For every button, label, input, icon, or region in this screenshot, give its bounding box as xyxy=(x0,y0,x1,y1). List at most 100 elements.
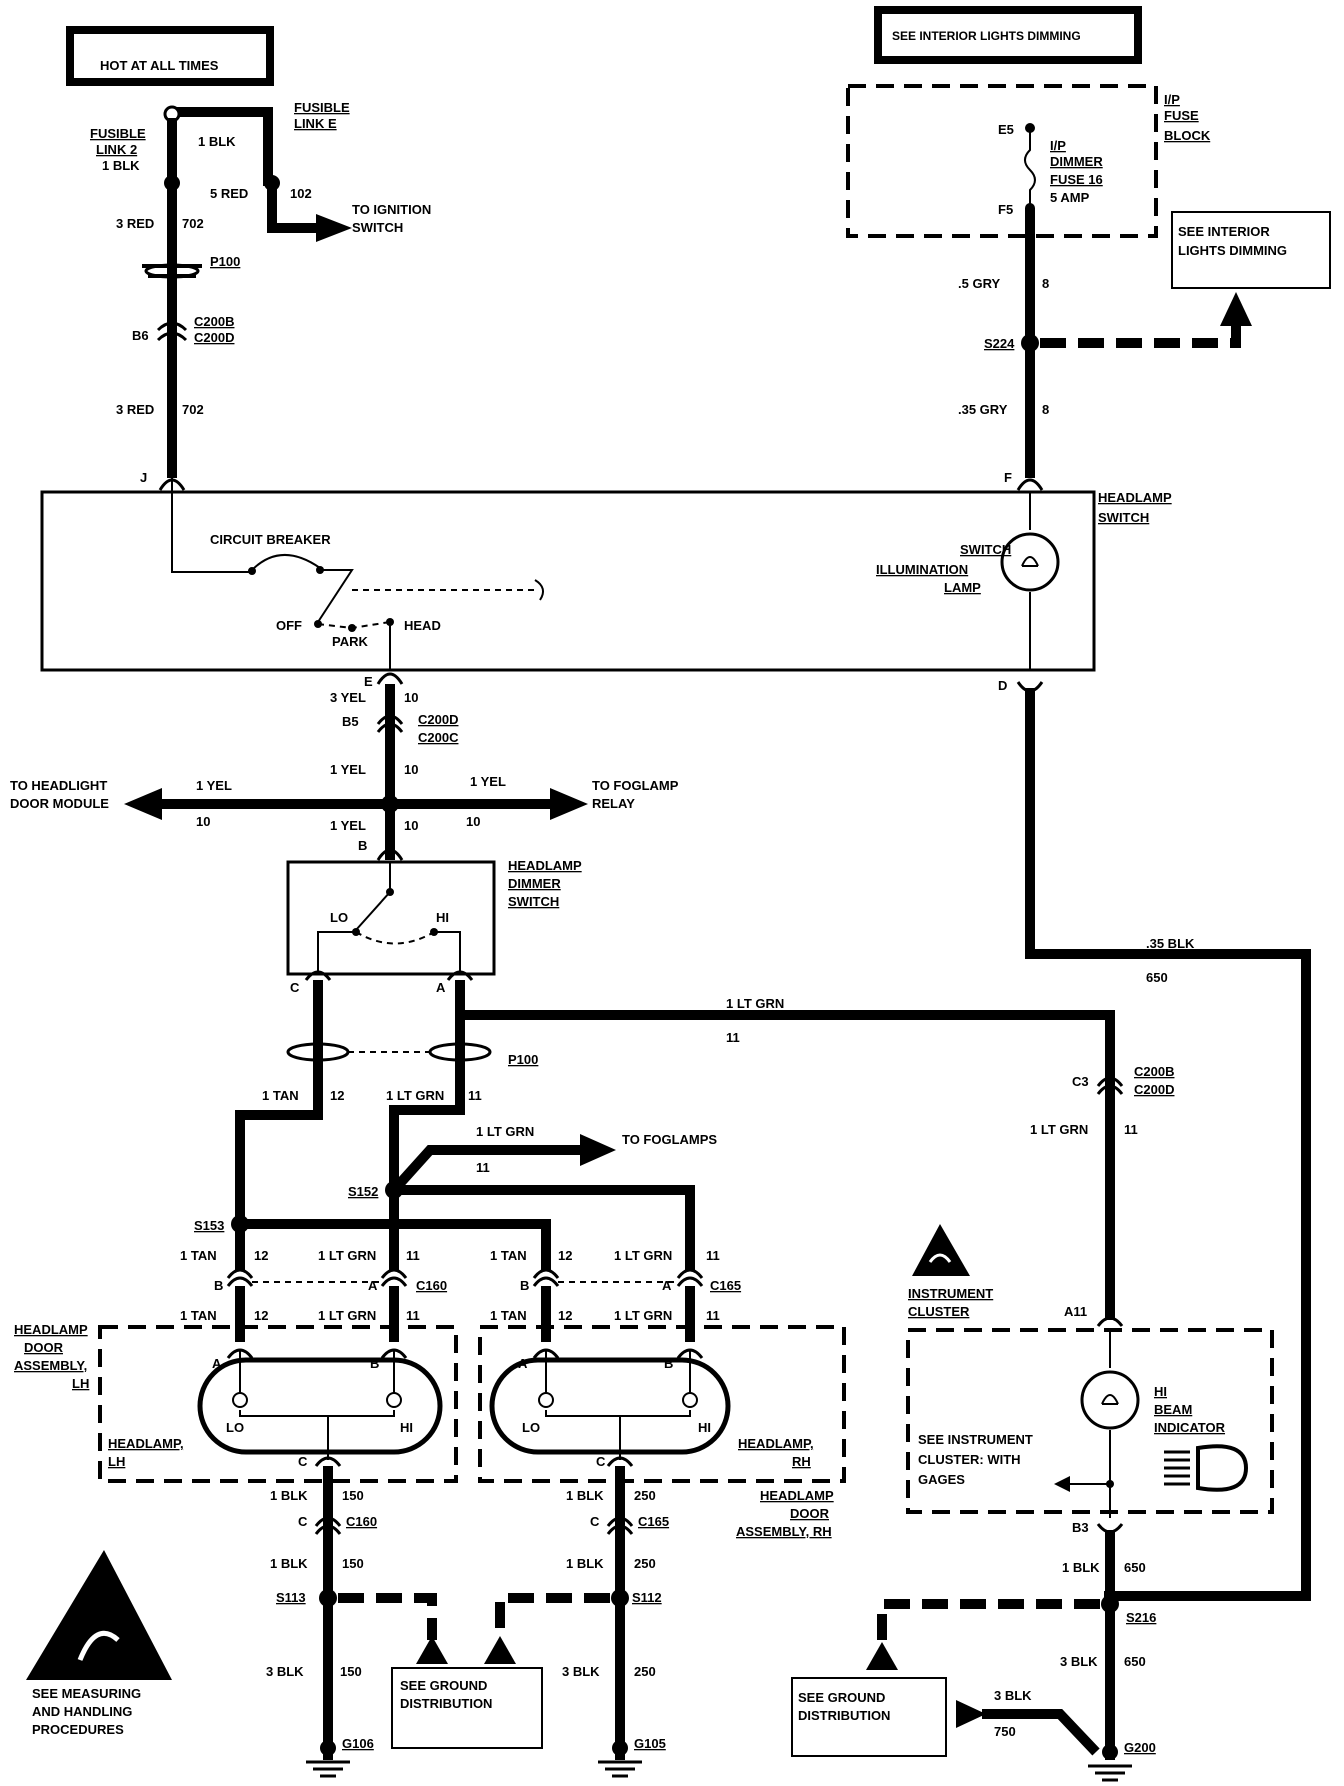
diagram-label: 5 RED xyxy=(210,186,248,201)
diagram-label: A11 xyxy=(1064,1304,1087,1319)
diagram-label: CLUSTER xyxy=(908,1304,970,1319)
diagram-label: 11 xyxy=(406,1248,420,1263)
diagram-label: C xyxy=(298,1514,308,1529)
diagram-label: LO xyxy=(226,1420,244,1435)
diagram-label: B xyxy=(370,1356,379,1371)
diagram-label: 1 LT GRN xyxy=(318,1308,376,1323)
diagram-label: 702 xyxy=(182,216,204,231)
diagram-label: LAMP xyxy=(944,580,981,595)
pin-c-dimmer xyxy=(304,970,332,981)
diagram-label: C200B xyxy=(1134,1064,1174,1079)
diagram-label: 1 BLK xyxy=(270,1488,308,1503)
see-interior-dimming-line1: SEE INTERIOR xyxy=(1178,224,1270,239)
diagram-label: 1 BLK xyxy=(102,158,140,173)
diagram-label: 250 xyxy=(634,1664,656,1679)
diagram-label: FUSE 16 xyxy=(1050,172,1103,187)
diagram-label: 12 xyxy=(558,1248,572,1263)
diagram-label: ASSEMBLY, xyxy=(14,1358,87,1373)
diagram-label: 150 xyxy=(340,1664,362,1679)
diagram-label: SWITCH xyxy=(508,894,559,909)
diagram-label: SEE MEASURING xyxy=(32,1686,141,1701)
diagram-label: C200C xyxy=(418,730,459,745)
wire-750-blk xyxy=(982,1709,1100,1756)
diagram-label: HEAD xyxy=(404,618,441,633)
diagram-label: B6 xyxy=(132,328,149,343)
diagram-label: HI xyxy=(698,1420,711,1435)
diagram-label: LINK E xyxy=(294,116,337,131)
diagram-label: 10 xyxy=(404,690,418,705)
see-interior-lights-box xyxy=(874,6,1142,64)
diagram-label: HI xyxy=(400,1420,413,1435)
diagram-label: SWITCH xyxy=(352,220,403,235)
diagram-label: HEADLAMP xyxy=(14,1322,88,1337)
diagram-label: RH xyxy=(792,1454,811,1469)
diagram-label: S153 xyxy=(194,1218,224,1233)
diagram-label: 10 xyxy=(466,814,480,829)
diagram-label: 3 RED xyxy=(116,216,154,231)
diagram-label: 12 xyxy=(330,1088,344,1103)
diagram-label: HEADLAMP xyxy=(1098,490,1172,505)
wire-1-blk xyxy=(167,107,273,186)
ground-dist-left-1: SEE GROUND xyxy=(400,1678,487,1693)
diagram-label: P100 xyxy=(508,1052,538,1067)
diagram-label: 3 BLK xyxy=(994,1688,1032,1703)
hot-at-all-times-label: HOT AT ALL TIMES xyxy=(100,58,219,73)
esd-warning-icon-large xyxy=(26,1550,172,1680)
diagram-label: ILLUMINATION xyxy=(876,562,968,577)
diagram-label: 1 TAN xyxy=(490,1308,527,1323)
wire-s153-right xyxy=(240,1219,551,1270)
diagram-label: SEE INSTRUMENT xyxy=(918,1432,1033,1447)
diagram-label: J xyxy=(140,470,147,485)
diagram-label: C160 xyxy=(416,1278,447,1293)
switch-illumination-lamp xyxy=(1000,532,1060,592)
diagram-label: RELAY xyxy=(592,796,635,811)
diagram-label: 650 xyxy=(1124,1560,1146,1575)
diagram-label: G106 xyxy=(342,1736,374,1751)
wire-to-interior-dimming xyxy=(1040,320,1241,348)
hot-at-all-times-box xyxy=(66,26,274,86)
diagram-label: SWITCH xyxy=(1098,510,1149,525)
diagram-label: SWITCH xyxy=(960,542,1011,557)
diagram-label: LO xyxy=(330,910,348,925)
pin-b-connector xyxy=(376,848,404,861)
diagram-label: TO IGNITION xyxy=(352,202,431,217)
diagram-label: I/P xyxy=(1164,92,1180,107)
diagram-label: S224 xyxy=(984,336,1015,351)
diagram-label: HI xyxy=(436,910,449,925)
diagram-label: G105 xyxy=(634,1736,666,1751)
diagram-label: F5 xyxy=(998,202,1013,217)
diagram-label: LH xyxy=(72,1376,89,1391)
ground-dist-right-1: SEE GROUND xyxy=(798,1690,885,1705)
c200b-connector-top xyxy=(156,321,188,342)
splice-s224 xyxy=(1021,334,1039,352)
diagram-label: 11 xyxy=(406,1308,420,1323)
diagram-label: 1 YEL xyxy=(196,778,232,793)
diagram-label: LINK 2 xyxy=(96,142,137,157)
ground-dist-right-2: DISTRIBUTION xyxy=(798,1708,890,1723)
diagram-label: 1 YEL xyxy=(330,762,366,777)
diagram-label: 10 xyxy=(196,814,210,829)
diagram-label: HEADLAMP xyxy=(508,858,582,873)
headlamp-door-assembly-lh-box xyxy=(98,1325,458,1483)
diagram-label: DOOR MODULE xyxy=(10,796,109,811)
diagram-label: E xyxy=(364,674,373,689)
diagram-label: 1 BLK xyxy=(1062,1560,1100,1575)
diagram-label: C160 xyxy=(346,1514,377,1529)
diagram-label: HEADLAMP xyxy=(760,1488,834,1503)
diagram-label: C xyxy=(290,980,300,995)
ground-g106 xyxy=(306,1760,350,1778)
diagram-label: 12 xyxy=(254,1248,268,1263)
pin-a-dimmer xyxy=(446,970,474,981)
diagram-label: 3 BLK xyxy=(266,1664,304,1679)
diagram-label: C200D xyxy=(418,712,458,727)
diagram-label: C200B xyxy=(194,314,234,329)
diagram-label: 1 TAN xyxy=(180,1308,217,1323)
diagram-label: 150 xyxy=(342,1556,364,1571)
diagram-label: 12 xyxy=(558,1308,572,1323)
wire-102-red xyxy=(267,186,320,233)
wire-11-lt-grn-to-cluster xyxy=(455,980,1115,1320)
diagram-label: DOOR xyxy=(790,1506,830,1521)
wire-s152-right xyxy=(394,1185,695,1270)
diagram-label: 11 xyxy=(706,1308,720,1323)
